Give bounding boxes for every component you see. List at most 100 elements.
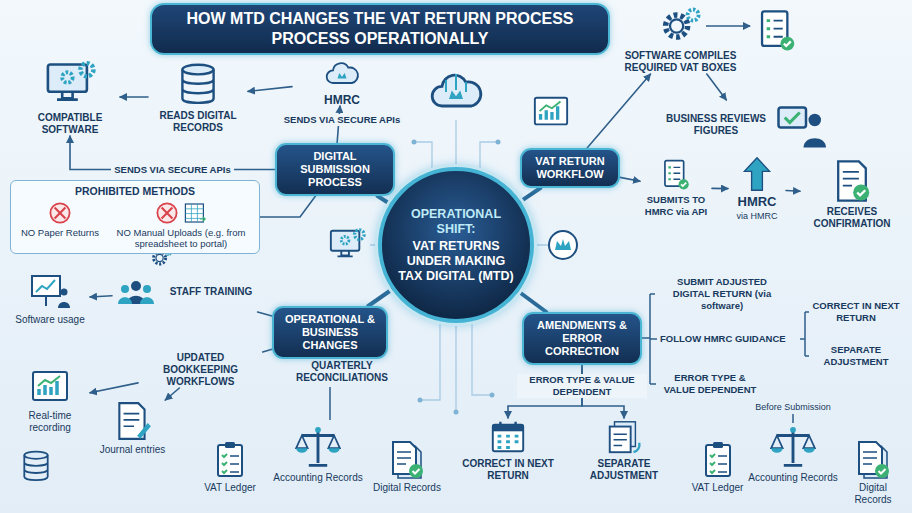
text-label: SOFTWARE COMPILES REQUIRED VAT BOXES — [618, 50, 743, 74]
text-label: VAT Ledger — [204, 482, 256, 494]
connector — [378, 196, 390, 204]
connector — [165, 388, 179, 400]
text-label: HMRC — [738, 194, 777, 210]
gear-icon — [659, 4, 703, 48]
docs-icon — [853, 440, 893, 480]
icon-item: HMRCvia HMRC — [728, 156, 786, 222]
text-label: Real-time recording — [10, 410, 90, 434]
laptop-icon — [331, 230, 364, 257]
text-label: Accounting Records — [273, 472, 363, 484]
stage-pill: DIGITAL SUBMISSION PROCESS — [275, 143, 395, 196]
bracket-lines — [330, 294, 809, 423]
text-label: Accounting Records — [748, 472, 838, 484]
icon-item: HMRC — [292, 56, 392, 106]
scale-icon — [295, 424, 341, 470]
icon-item: CORRECT IN NEXT RETURN — [452, 418, 564, 482]
title-banner: HOW MTD CHANGES THE VAT RETURN PROCESS P… — [150, 3, 610, 55]
text-label: HMRC — [324, 94, 360, 106]
connector — [90, 383, 138, 393]
stage-pill: AMENDMENTS & ERROR CORRECTION — [522, 312, 642, 365]
calendar-icon — [489, 418, 527, 456]
connector — [620, 177, 640, 181]
connector — [258, 312, 272, 316]
text-label: NO Manual Uploads (e.g. from spreadsheet… — [109, 227, 253, 249]
icon-item: READS DIGITAL RECORDS — [148, 60, 248, 134]
db-icon — [174, 60, 222, 108]
icon-item: STAFF TRAINING — [112, 272, 262, 312]
icon-item: RECEIVES CONFIRMATION — [800, 158, 904, 230]
text-label: AMENDMENTS & ERROR CORRECTION — [532, 319, 632, 358]
crown-badge — [549, 231, 577, 259]
person-icon — [776, 100, 826, 150]
note-label: ERROR TYPE & VALUE DEPENDENT — [660, 372, 760, 396]
crown-icon — [555, 239, 571, 250]
scale-icon — [770, 424, 816, 470]
caption-group: STAFF TRAINING — [160, 286, 262, 298]
text-label: OPERATIONAL SHIFT: — [396, 207, 516, 237]
icon-item: VAT Ledger — [690, 440, 745, 494]
note-label: FOLLOW HMRC GUIDANCE — [660, 333, 800, 345]
text-label: SUBMITS TO HMRC via API — [640, 194, 712, 218]
note-label: CORRECT IN NEXT RETURN — [810, 300, 902, 324]
upload-arrows — [446, 74, 466, 92]
chart-icon — [535, 98, 567, 125]
stage-pill: VAT RETURN WORKFLOW — [520, 148, 620, 188]
icon-item: VAT Ledger — [200, 440, 260, 494]
text-label: Digital Records — [373, 482, 441, 494]
text-label: VAT RETURNS UNDER MAKING TAX DIGITAL (MT… — [396, 239, 516, 284]
ledger-icon — [698, 440, 738, 480]
icon-item: Accounting Records — [268, 424, 368, 484]
text-label: HOW MTD CHANGES THE VAT RETURN PROCESS P… — [164, 9, 596, 49]
note-label: Before Submission — [746, 401, 840, 413]
connector — [90, 296, 112, 297]
xcircle-icon — [155, 201, 179, 225]
icon-item: SUBMITS TO HMRC via API — [640, 158, 712, 218]
checklist-icon — [762, 11, 794, 50]
connector — [707, 74, 727, 100]
present-icon — [30, 272, 70, 312]
rule-icons — [48, 201, 72, 225]
text-label: OPERATIONAL & BUSINESS CHANGES — [282, 313, 378, 352]
text-label: DIGITAL SUBMISSION PROCESS — [285, 150, 385, 189]
connector — [786, 190, 800, 192]
hub-circle: OPERATIONAL SHIFT:VAT RETURNS UNDER MAKI… — [378, 167, 534, 323]
sheet-icon — [183, 201, 207, 225]
people-icon — [116, 272, 156, 312]
ledger-icon — [210, 440, 250, 480]
flow-arrow — [706, 25, 750, 27]
rule-icons — [155, 201, 207, 225]
note-label: SUBMIT ADJUSTED DIGITAL RETURN (via soft… — [658, 276, 786, 312]
connector — [368, 290, 392, 307]
database-icon — [24, 452, 47, 481]
text-label: VAT Ledger — [692, 482, 744, 494]
text-label: BUSINESS REVIEWS FIGURES — [660, 113, 772, 137]
text-label: STAFF TRAINING — [170, 286, 253, 298]
connector — [587, 74, 650, 148]
icon-item: Digital Records — [842, 440, 904, 506]
icon-item: SOFTWARE COMPILES REQUIRED VAT BOXES — [618, 4, 743, 74]
connector — [519, 292, 547, 313]
stage-pill: OPERATIONAL & BUSINESS CHANGES — [272, 306, 388, 359]
caption-group: BUSINESS REVIEWS FIGURES — [660, 113, 772, 137]
connector — [263, 349, 272, 352]
rule-box: PROHIBITED METHODS NO Paper Returns NO Man… — [10, 180, 260, 254]
note-label: SEPARATE ADJUSTMENT — [810, 344, 902, 368]
icon-item: UPDATED BOOKKEEPING WORKFLOWS — [138, 352, 263, 388]
text-label: VAT RETURN WORKFLOW — [530, 155, 610, 181]
doc-icon — [112, 400, 154, 442]
text-label: PROHIBITED METHODS — [17, 185, 253, 198]
connector — [120, 96, 148, 98]
text-label: READS DIGITAL RECORDS — [148, 110, 248, 134]
edge-label: SENDS VIA SECURE APIs — [111, 164, 234, 176]
stack-icon — [605, 418, 643, 456]
connector — [248, 87, 292, 92]
text-label: COMPATIBLE SOFTWARE — [20, 112, 120, 136]
rule-item: NO Paper Returns — [17, 201, 103, 238]
icon-item: COMPATIBLE SOFTWARE — [20, 58, 120, 136]
note-label: ERROR TYPE & VALUE DEPENDENT — [517, 374, 647, 398]
xcircle-icon — [48, 201, 72, 225]
icon-item: Journal entries — [95, 400, 170, 456]
rule-item: NO Manual Uploads (e.g. from spreadsheet… — [109, 201, 253, 249]
